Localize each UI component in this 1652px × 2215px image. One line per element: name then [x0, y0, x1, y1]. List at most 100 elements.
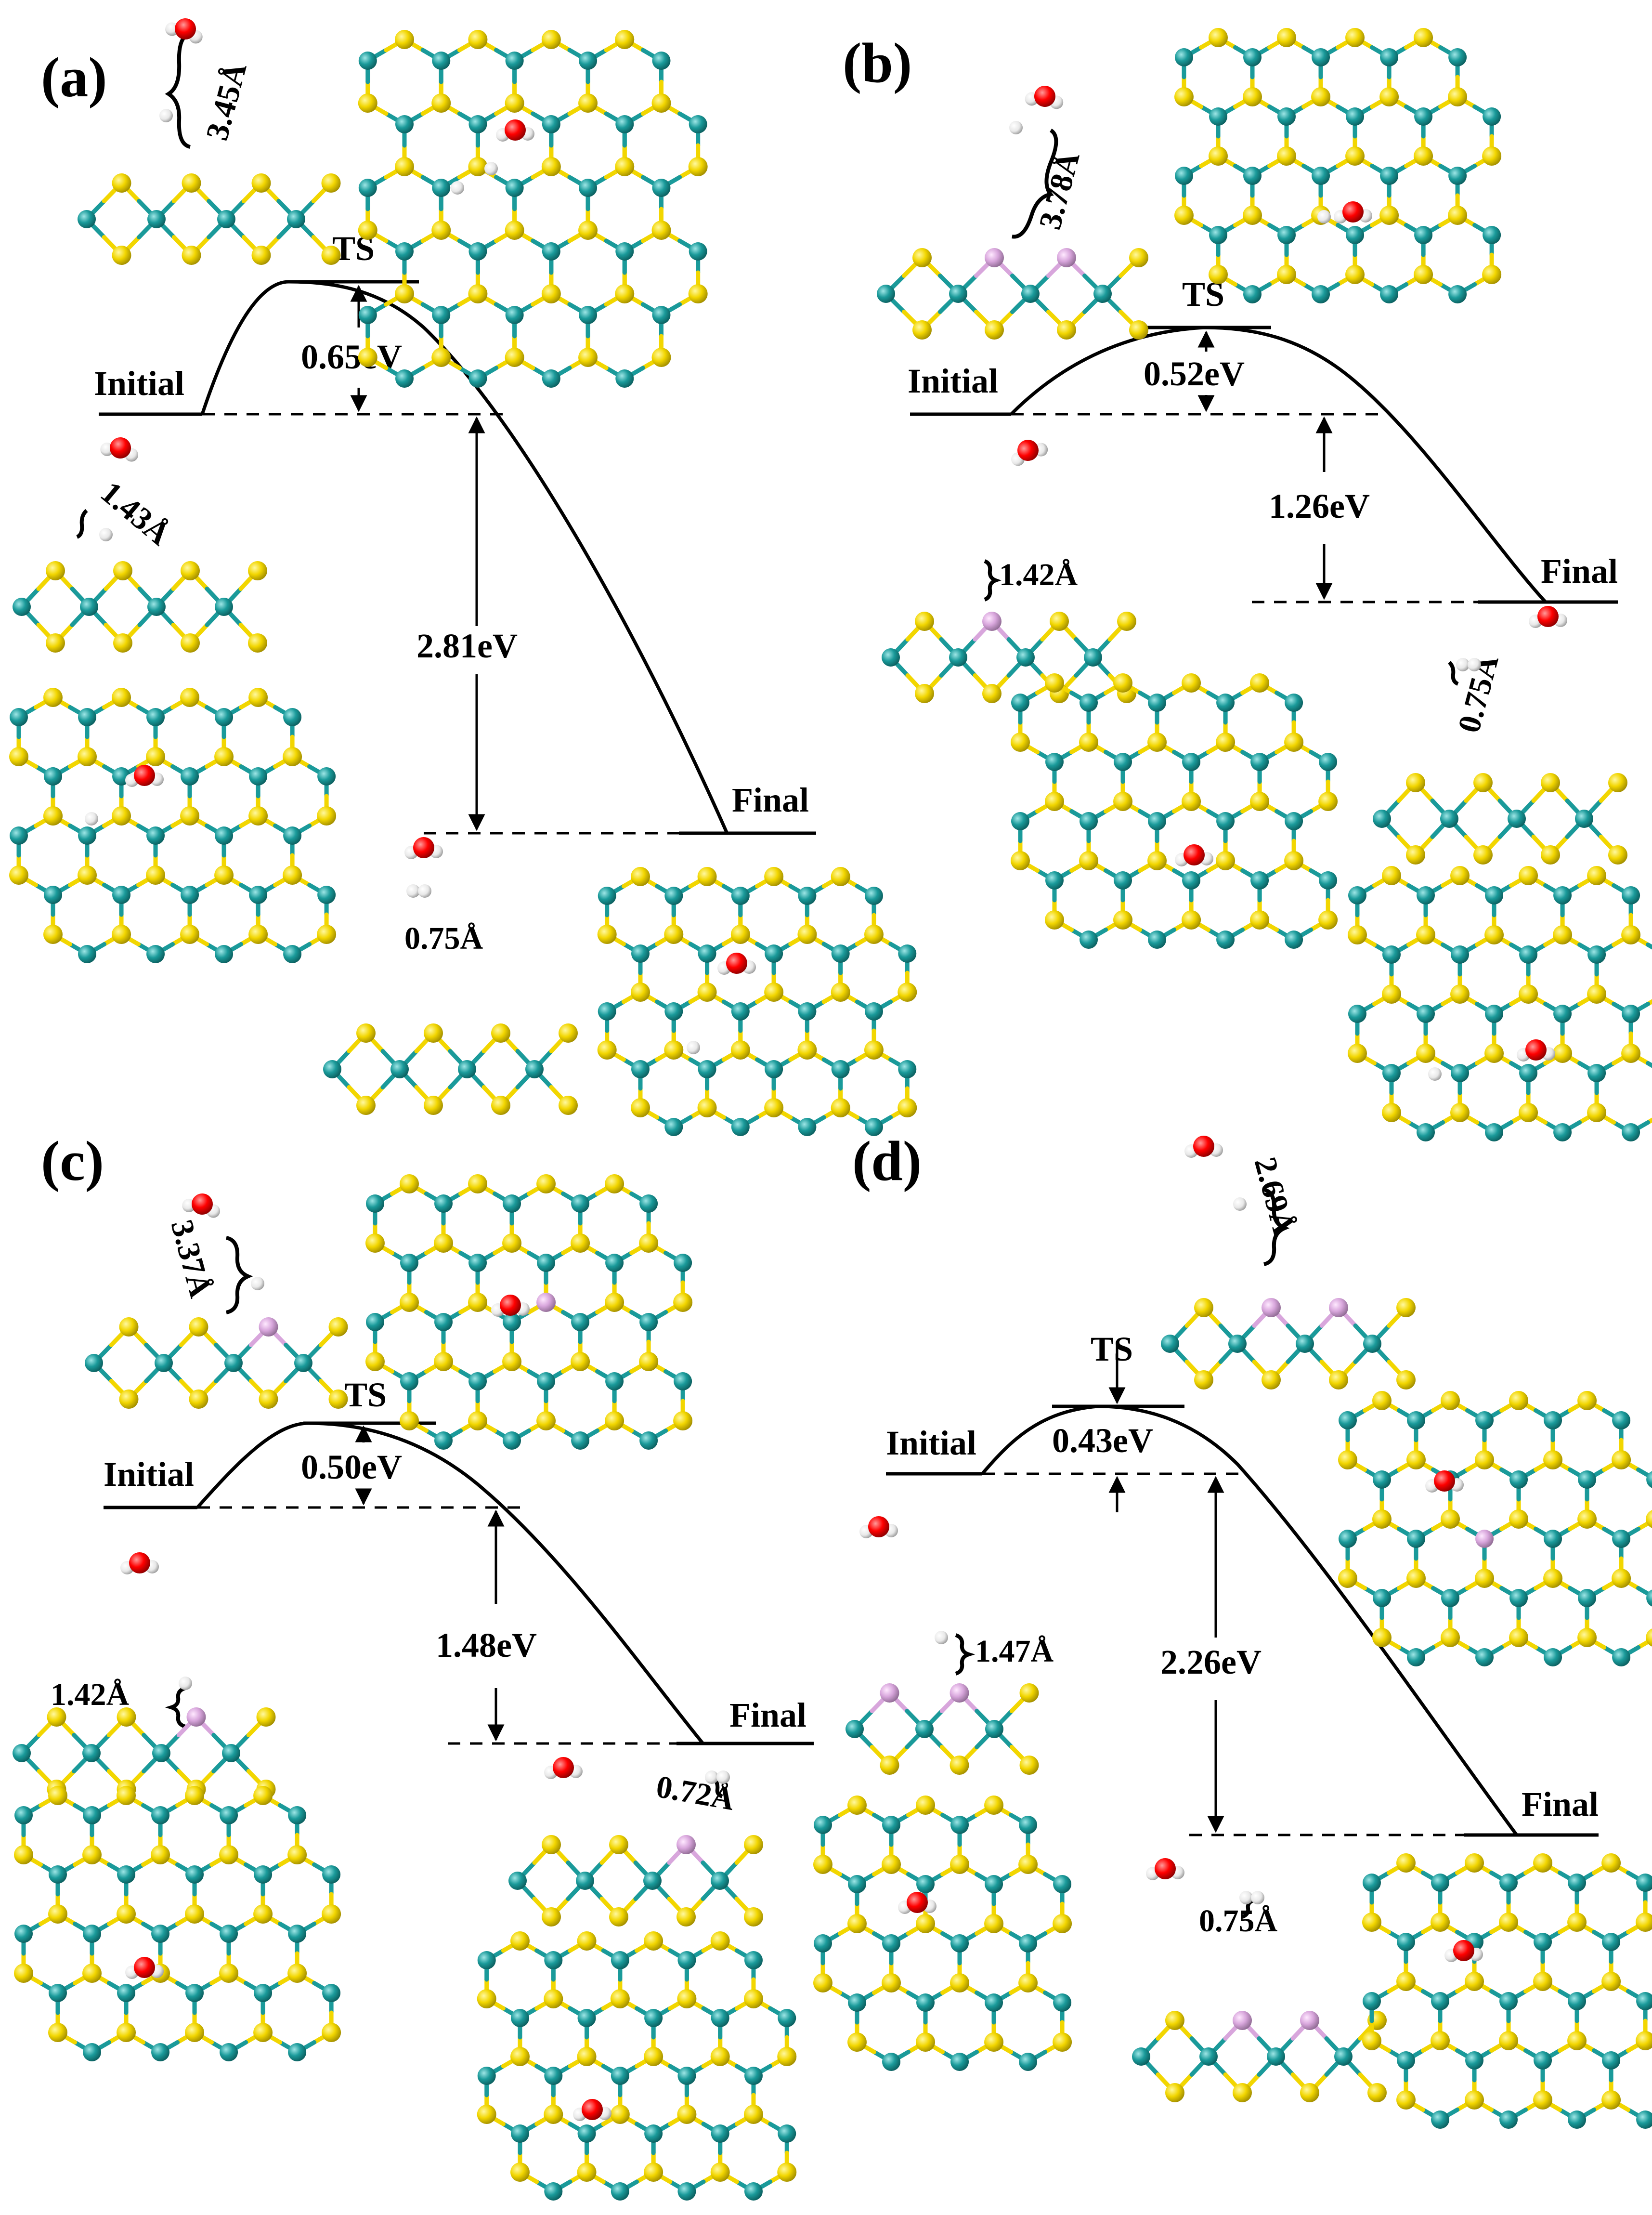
sulfur-atom	[468, 1293, 488, 1312]
sulfur-atom	[468, 30, 488, 49]
reaction-energy-c: 1.48eV	[436, 1626, 537, 1665]
sulfur-atom	[1243, 87, 1262, 106]
metal-atom	[14, 1806, 33, 1824]
sulfur-atom	[78, 747, 97, 766]
hydrogen-atom	[179, 1677, 192, 1690]
metal-atom	[288, 1806, 307, 1824]
metal-atom	[848, 1993, 866, 2012]
sulfur-atom	[9, 747, 28, 766]
sulfur-atom	[358, 348, 377, 367]
metal-atom	[146, 945, 165, 963]
sulfur-atom	[47, 1707, 66, 1727]
metal-atom	[1148, 694, 1167, 712]
sulfur-atom	[1636, 1913, 1652, 1932]
metal-atom	[151, 1806, 170, 1824]
sulfur-atom	[544, 2105, 563, 2124]
sulfur-atom	[536, 1174, 556, 1193]
metal-atom	[224, 1354, 243, 1372]
slab-side-view	[1373, 773, 1627, 865]
metal-atom	[1646, 1471, 1652, 1488]
sulfur-atom	[536, 1411, 556, 1430]
metal-atom	[1182, 871, 1201, 890]
oxygen-atom	[1184, 844, 1205, 865]
oxygen-atom	[726, 953, 747, 974]
sulfur-atom	[82, 1845, 102, 1864]
metal-atom	[916, 1993, 935, 2012]
sulfur-atom	[950, 1756, 969, 1775]
metal-atom	[1568, 1992, 1587, 2010]
hydrogen-atom	[85, 812, 98, 826]
sulfur-atom	[1541, 773, 1560, 792]
metal-atom	[949, 648, 967, 667]
sulfur-atom	[1431, 1913, 1450, 1932]
sulfur-atom	[541, 30, 561, 49]
sulfur-atom	[831, 983, 850, 1002]
sulfur-atom	[1473, 845, 1493, 865]
metal-atom	[1080, 931, 1098, 949]
metal-atom	[1021, 285, 1040, 303]
sulfur-atom	[1129, 248, 1148, 267]
metal-atom	[916, 1875, 935, 1893]
sulfur-atom	[1608, 845, 1627, 865]
metal-atom	[882, 648, 900, 667]
water-molecule	[859, 1516, 898, 1538]
slab-side-view	[13, 561, 267, 653]
oxygen-atom	[192, 1193, 213, 1215]
sulfur-atom	[1533, 1972, 1553, 1991]
metal-atom	[652, 52, 671, 70]
sulfur-atom	[287, 1845, 307, 1864]
water-molecule	[165, 18, 203, 44]
sulfur-atom	[777, 2047, 797, 2066]
sulfur-atom	[1182, 792, 1201, 811]
metal-atom	[468, 1372, 487, 1390]
water-molecule	[404, 837, 443, 859]
sulfur-atom	[597, 1040, 617, 1060]
metal-atom	[1209, 107, 1227, 126]
metal-atom	[1451, 1064, 1470, 1082]
sulfur-atom	[1209, 265, 1228, 284]
metal-atom	[882, 2053, 901, 2071]
sulfur-atom	[1406, 845, 1425, 865]
sulfur-atom	[651, 221, 671, 240]
metal-atom	[1519, 1064, 1538, 1082]
metal-atom	[1373, 1589, 1391, 1607]
metal-atom	[323, 1060, 341, 1078]
sulfur-atom	[609, 1835, 628, 1854]
metal-atom	[1016, 648, 1035, 667]
sulfur-atom	[1147, 733, 1167, 752]
sulfur-atom	[1519, 866, 1538, 885]
sulfur-atom	[797, 925, 817, 944]
hydrogen-atom	[1428, 1067, 1442, 1081]
sulfur-atom	[764, 867, 784, 886]
metal-atom	[537, 1372, 556, 1390]
metal-atom	[1622, 1123, 1640, 1141]
energy-path-a	[99, 280, 816, 835]
metal-atom	[525, 1060, 544, 1078]
sulfur-atom	[916, 2032, 936, 2052]
sulfur-atom	[1347, 925, 1367, 944]
sulfur-atom	[117, 1904, 136, 1924]
sulfur-atom	[317, 925, 337, 944]
metal-atom	[778, 2124, 796, 2143]
metal-atom	[1397, 1933, 1415, 1951]
dopant-atom	[186, 1707, 206, 1727]
metal-atom	[249, 767, 268, 786]
ts-label-c: TS	[344, 1376, 387, 1414]
metal-atom	[1646, 1589, 1652, 1607]
metal-atom	[544, 2182, 563, 2201]
sulfur-atom	[43, 925, 63, 944]
metal-atom	[542, 242, 560, 261]
sulfur-atom	[697, 983, 717, 1002]
slab-top-view	[1010, 673, 1338, 949]
sulfur-atom	[1243, 206, 1262, 225]
sulfur-atom	[283, 747, 302, 766]
oxygen-atom	[1537, 606, 1559, 627]
sulfur-atom	[710, 2047, 730, 2066]
metal-atom	[1011, 812, 1029, 830]
metal-atom	[283, 708, 302, 726]
final-label-d: Final	[1522, 1785, 1599, 1823]
sulfur-atom	[1345, 265, 1365, 284]
metal-atom	[1250, 871, 1269, 890]
sulfur-atom	[146, 747, 166, 766]
